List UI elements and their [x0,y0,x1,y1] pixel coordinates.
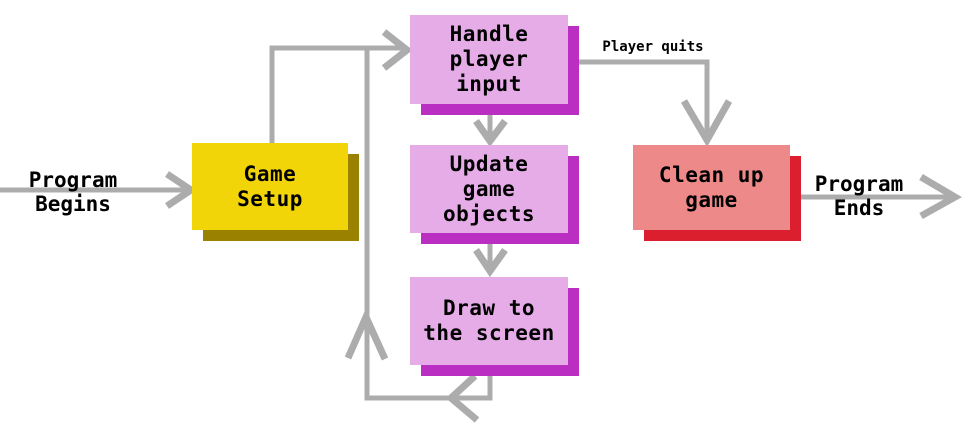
node-update-game-objects: Update game objects [410,145,568,233]
arrowheads [165,29,963,423]
line-setup-to-handle [269,45,402,143]
node-draw-to-screen: Draw to the screen [410,277,568,365]
node-game-setup: Game Setup [192,143,348,230]
arrowhead-into-update [473,118,508,147]
arrowhead-into-handle-input [381,29,413,71]
node-clean-up-game-label: Clean up game [658,162,765,212]
arrowhead-program-ends [919,173,963,220]
node-game-setup-label: Game Setup [237,161,303,211]
arrowhead-into-game-setup [165,171,198,209]
node-update-game-objects-label: Update game objects [442,151,535,226]
arrowhead-into-clean-up [680,99,733,148]
arrowhead-loop-left [445,373,480,423]
label-program-begins: Program Begins [28,168,118,216]
line-player-quits [579,59,710,133]
label-program-ends: Program Ends [814,172,904,220]
arrowhead-into-draw [473,247,508,278]
node-handle-player-input-label: Handle player input [449,22,529,96]
node-draw-to-screen-label: Draw to the screen [423,296,555,345]
arrowhead-loop-up [344,308,389,361]
node-handle-player-input: Handle player input [410,15,568,104]
line-loop-back [364,48,493,401]
connector-lines [0,45,950,401]
label-player-quits: Player quits [602,39,704,55]
node-clean-up-game: Clean up game [633,145,790,230]
